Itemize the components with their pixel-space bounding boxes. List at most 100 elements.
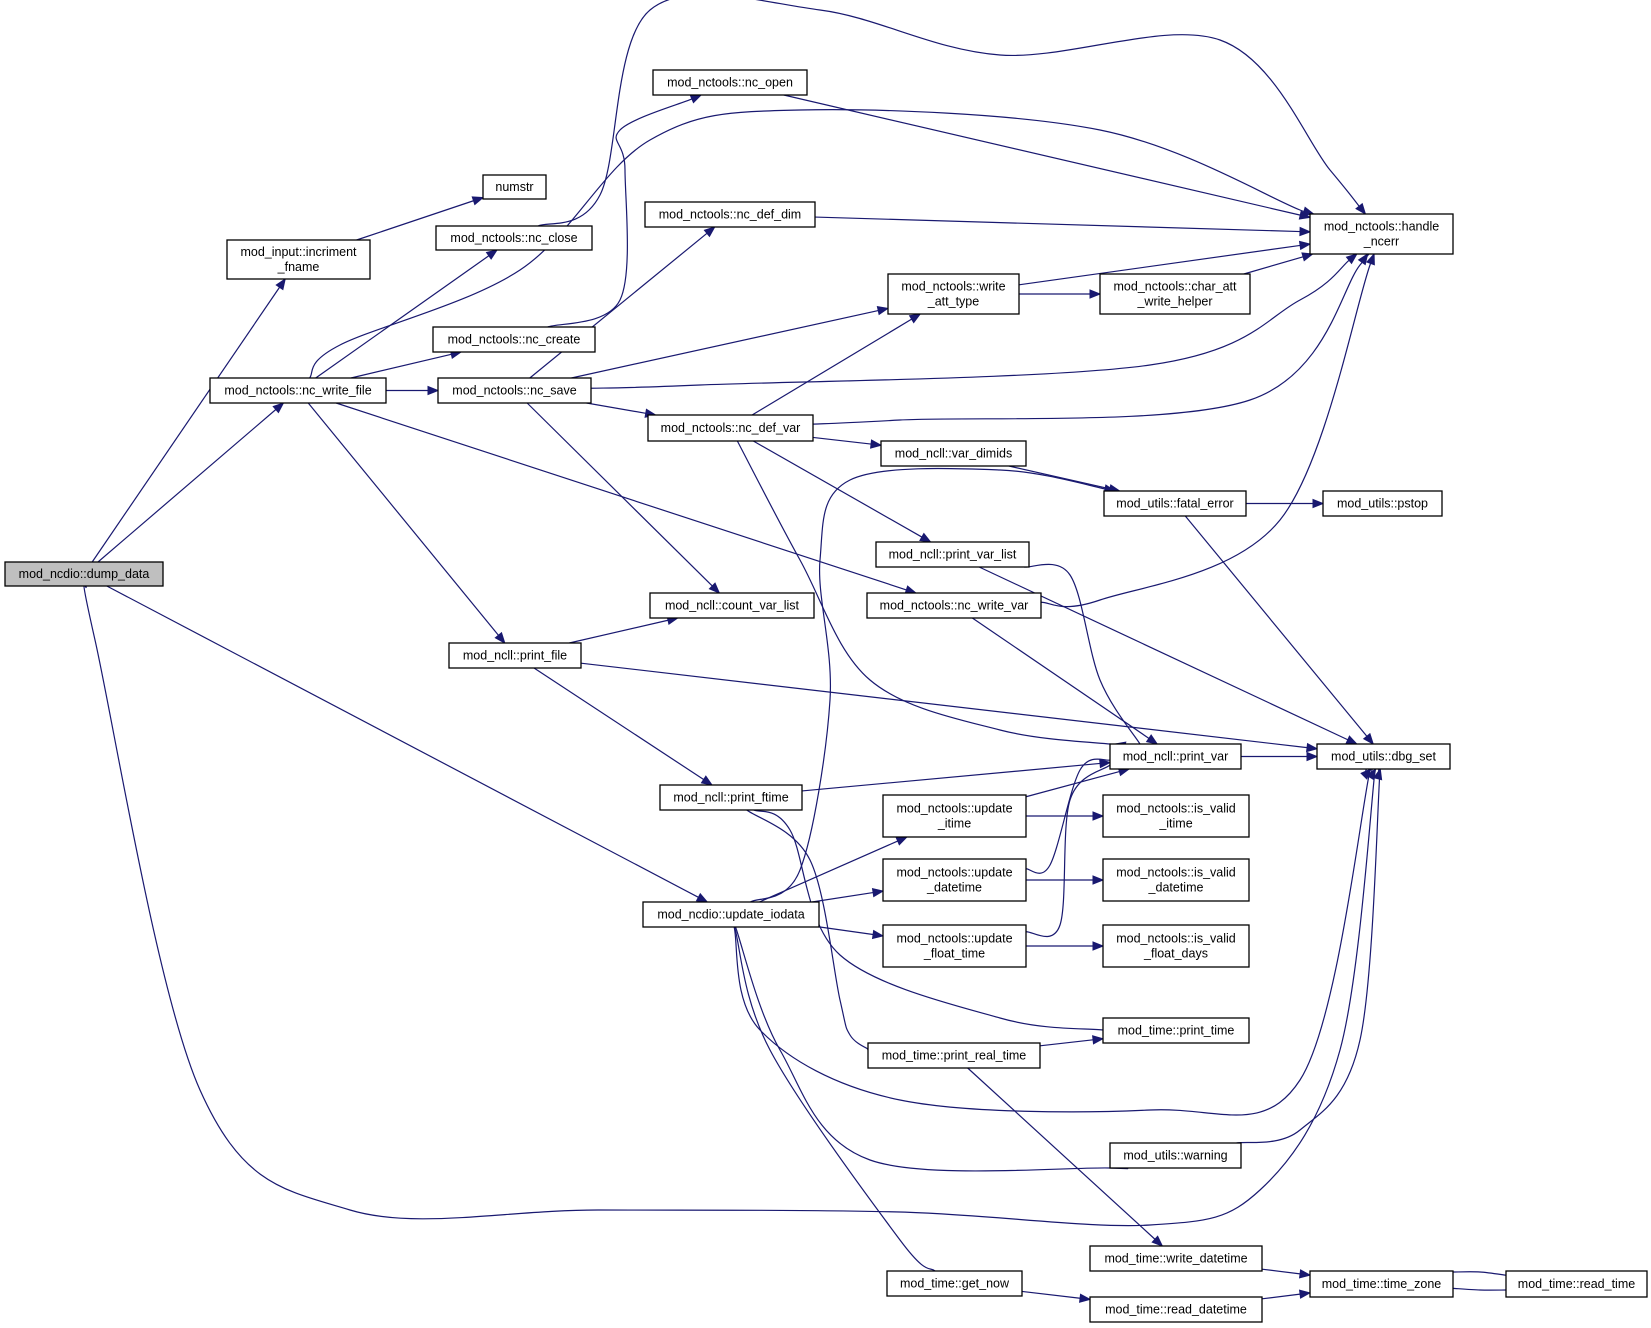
arrowhead-icon [1092, 1035, 1105, 1045]
node-pstop[interactable]: mod_utils::pstop [1322, 490, 1443, 517]
node-warning[interactable]: mod_utils::warning [1109, 1142, 1242, 1169]
node-incr-fname[interactable]: mod_input::incriment_fname [226, 239, 371, 280]
edge-print_var-to-dbg_set [1241, 751, 1319, 762]
node-update-datetime[interactable]: mod_nctools::update_datetime [882, 858, 1027, 902]
arrowhead-icon [1312, 498, 1325, 509]
node-update-float-time[interactable]: mod_nctools::update_float_time [882, 924, 1027, 968]
edge-line [529, 232, 708, 379]
edge-update_iodata-to-update_datetime [811, 887, 885, 903]
node-nc-open[interactable]: mod_nctools::nc_open [652, 69, 808, 96]
node-box [1102, 924, 1250, 968]
node-box [226, 239, 371, 280]
node-print-time[interactable]: mod_time::print_time [1102, 1017, 1250, 1044]
node-box [1309, 213, 1454, 255]
node-count-var-list[interactable]: mod_ncll::count_var_list [649, 592, 815, 619]
node-label: mod_nctools::update [896, 932, 1012, 946]
node-label: mod_utils::dbg_set [1331, 750, 1436, 764]
node-nc-def-var[interactable]: mod_nctools::nc_def_var [647, 414, 814, 442]
edge-write_att_type-to-handle_ncerr [1018, 240, 1312, 286]
node-dump-data[interactable]: mod_ncdio::dump_data [4, 561, 164, 587]
edge-nc_def_var-to-handle_ncerr [812, 252, 1370, 425]
node-label: _datetime [926, 881, 982, 895]
node-label: mod_utils::fatal_error [1116, 497, 1233, 511]
node-char-att[interactable]: mod_nctools::char_att_write_helper [1099, 273, 1251, 315]
node-update-iodata[interactable]: mod_ncdio::update_iodata [642, 901, 820, 928]
edge-line [526, 402, 713, 587]
edge-print_file-to-count_var_list [569, 615, 680, 644]
edge-print_file-to-dbg_set [580, 662, 1319, 753]
arrowhead-icon [1298, 240, 1312, 251]
edge-line [971, 617, 1150, 739]
node-label: numstr [495, 180, 533, 194]
node-label: mod_nctools::is_valid [1116, 866, 1236, 880]
edges-layer [83, 0, 1509, 1303]
node-label: _write_helper [1136, 295, 1212, 309]
node-box [435, 225, 593, 251]
edge-line [1018, 244, 1301, 286]
edge-line [83, 584, 1378, 1227]
node-nc-close[interactable]: mod_nctools::nc_close [435, 225, 593, 251]
node-print-file[interactable]: mod_ncll::print_file [448, 642, 582, 669]
node-nc-create[interactable]: mod_nctools::nc_create [432, 326, 596, 353]
arrowhead-icon [1099, 758, 1112, 769]
arrowhead-icon [1079, 1293, 1092, 1303]
node-fatal-error[interactable]: mod_utils::fatal_error [1103, 490, 1247, 517]
edge-nc_write_var-to-print_var [971, 617, 1159, 745]
node-print-var-list[interactable]: mod_ncll::print_var_list [875, 541, 1030, 568]
node-read-datetime[interactable]: mod_time::read_datetime [1089, 1296, 1263, 1323]
node-label: _datetime [1148, 881, 1204, 895]
edge-line [106, 585, 699, 898]
arrowhead-icon [1362, 732, 1375, 746]
node-nc-write-file[interactable]: mod_nctools::nc_write_file [209, 377, 387, 404]
edge-fatal_error-to-dbg_set [1184, 515, 1375, 746]
edge-update_iodata-to-update_itime [759, 836, 909, 903]
node-numstr[interactable]: numstr [482, 174, 547, 200]
node-time-zone[interactable]: mod_time::time_zone [1309, 1270, 1454, 1298]
node-is-valid-itime[interactable]: mod_nctools::is_valid_itime [1102, 794, 1250, 838]
node-print-real-time[interactable]: mod_time::print_real_time [867, 1042, 1041, 1069]
edge-update_float_time-to-print_var [1025, 761, 1114, 938]
edge-line [1184, 515, 1368, 737]
arrowhead-icon [1306, 742, 1319, 753]
arrowhead-icon [871, 929, 885, 940]
arrowhead-icon [700, 775, 714, 786]
node-nc-save[interactable]: mod_nctools::nc_save [437, 377, 592, 404]
node-print-var[interactable]: mod_ncll::print_var [1109, 743, 1242, 770]
edge-write_datetime-to-time_zone [1261, 1268, 1312, 1279]
node-nc-def-dim[interactable]: mod_nctools::nc_def_dim [644, 201, 816, 228]
node-print-ftime[interactable]: mod_ncll::print_ftime [659, 784, 803, 811]
edge-nc_def_var-to-var_dimids [812, 436, 883, 449]
node-nc-write-var[interactable]: mod_nctools::nc_write_var [866, 592, 1042, 619]
edge-line [1236, 751, 1382, 1144]
node-label: mod_ncll::var_dimids [895, 447, 1012, 461]
edge-nc_open-to-handle_ncerr [783, 94, 1312, 220]
node-read-time[interactable]: mod_time::read_time [1505, 1270, 1648, 1298]
edge-incr_fname-to-numstr [356, 196, 485, 241]
node-label: mod_ncll::print_var [1123, 750, 1229, 764]
node-box [649, 592, 815, 619]
node-handle-ncerr[interactable]: mod_nctools::handle_ncerr [1309, 213, 1454, 255]
edge-line [1008, 465, 1111, 490]
edge-nc_write_file-to-print_file [307, 402, 506, 645]
edge-write_att_type-to-char_att [1019, 289, 1102, 299]
arrowhead-icon [1373, 767, 1383, 781]
node-update-itime[interactable]: mod_nctools::update_itime [882, 794, 1027, 838]
arrowhead-icon [1298, 210, 1312, 220]
node-var-dimids[interactable]: mod_ncll::var_dimids [880, 440, 1027, 467]
node-write-datetime[interactable]: mod_time::write_datetime [1089, 1245, 1263, 1272]
node-get-now[interactable]: mod_time::get_now [886, 1270, 1023, 1297]
edge-print_real_time-to-print_time [1039, 1035, 1105, 1047]
node-is-valid-float-days[interactable]: mod_nctools::is_valid_float_days [1102, 924, 1250, 968]
node-write-att-type[interactable]: mod_nctools::write_att_type [887, 273, 1020, 315]
edge-line [751, 318, 912, 416]
node-label: mod_ncll::count_var_list [665, 599, 800, 613]
node-label: mod_nctools::handle [1324, 220, 1439, 234]
node-box [1109, 743, 1242, 770]
node-is-valid-datetime[interactable]: mod_nctools::is_valid_datetime [1102, 858, 1250, 902]
node-label: mod_time::time_zone [1322, 1277, 1442, 1291]
node-box [644, 201, 816, 228]
edge-print_file-to-print_ftime [533, 667, 714, 786]
node-label: mod_nctools::nc_write_var [880, 599, 1029, 613]
edge-nc_save-to-nc_def_dim [529, 226, 716, 379]
node-dbg-set[interactable]: mod_utils::dbg_set [1316, 743, 1451, 770]
